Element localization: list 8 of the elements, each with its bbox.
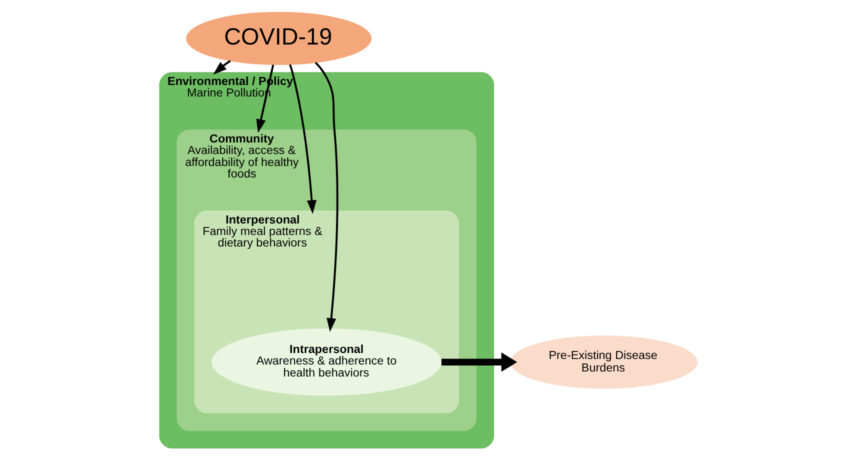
- arrow: [314, 62, 338, 332]
- arrow: [288, 64, 316, 214]
- node-ellipse: Intrapersonal Awareness & adherence to health behaviors: [211, 328, 442, 396]
- node-ellipse: COVID-19: [186, 12, 372, 66]
- arrow: [256, 64, 274, 133]
- node-ellipse: Pre-Existing Disease Burdens: [510, 336, 698, 389]
- arrow: [440, 352, 517, 372]
- arrow: [212, 60, 230, 75]
